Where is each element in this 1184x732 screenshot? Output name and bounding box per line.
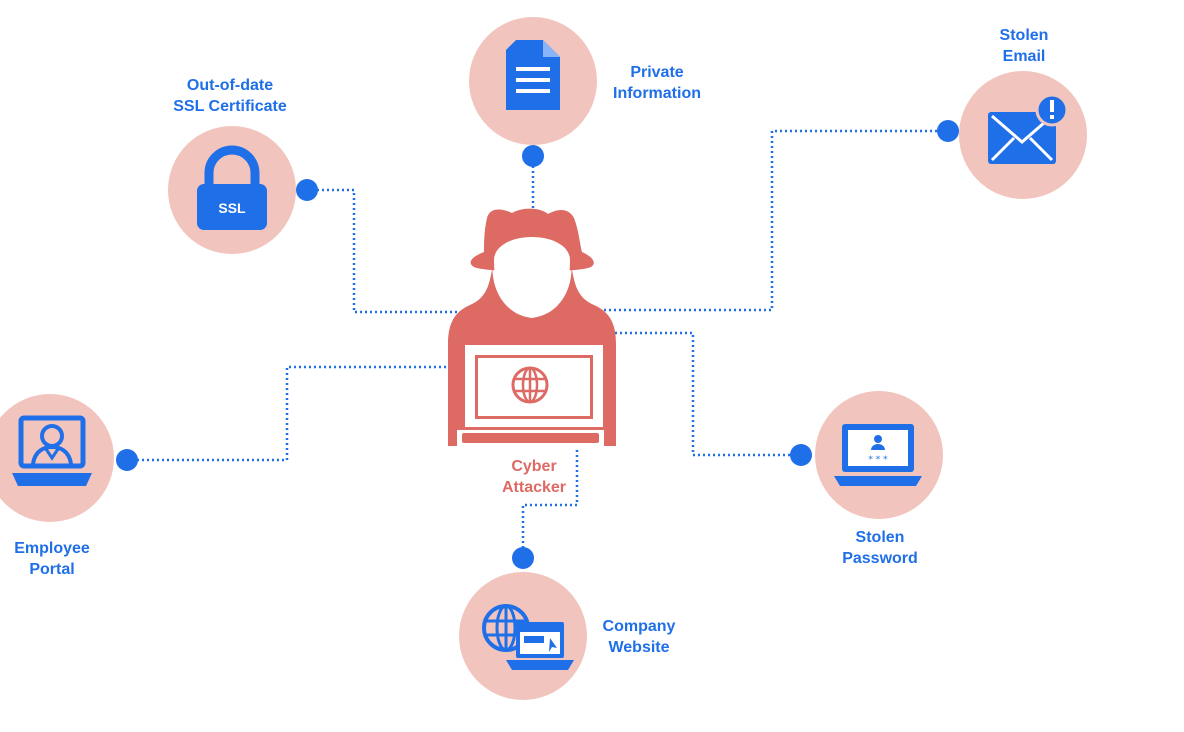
connector-employee-portal: [127, 365, 452, 462]
envelope-alert-icon: [988, 93, 1069, 164]
connector-stolen-email: [598, 129, 947, 312]
document-icon: [506, 40, 560, 110]
center-label-line2: Attacker: [502, 479, 566, 496]
ssl-label-line1: Out-of-date: [187, 77, 273, 94]
stolen-password-label-line2: Password: [842, 550, 918, 567]
dot-ssl: [296, 179, 318, 201]
ssl-badge-text: SSL: [218, 200, 246, 216]
private-info-label-line1: Private: [630, 64, 683, 81]
center-label-line1: Cyber: [511, 458, 556, 475]
dot-private-info: [522, 145, 544, 167]
dot-employee-portal: [116, 449, 138, 471]
stolen-password-label-line1: Stolen: [856, 529, 905, 546]
globe-browser-icon: [482, 604, 574, 670]
employee-portal-label-line2: Portal: [29, 561, 74, 578]
connector-lines: [127, 129, 947, 558]
connector-stolen-password: [615, 331, 800, 457]
connector-company-website: [521, 450, 579, 558]
circle-employee-portal: [0, 394, 114, 522]
stolen-email-label-line2: Email: [1003, 48, 1046, 65]
ssl-label-line2: SSL Certificate: [173, 98, 287, 115]
employee-portal-label-line1: Employee: [14, 540, 90, 557]
stolen-email-label-line1: Stolen: [1000, 27, 1049, 44]
dot-stolen-email: [937, 120, 959, 142]
svg-text:* * *: * * *: [868, 455, 888, 465]
hacker-icon: [448, 208, 616, 446]
connector-dots: [116, 120, 959, 569]
connector-ssl: [307, 188, 470, 314]
dot-stolen-password: [790, 444, 812, 466]
dot-company-website: [512, 547, 534, 569]
laptop-user-icon: [12, 415, 92, 486]
company-website-label-line1: Company: [603, 618, 676, 635]
private-info-label-line2: Information: [613, 85, 701, 102]
lock-icon: SSL: [197, 145, 267, 230]
company-website-label-line2: Website: [608, 639, 669, 656]
laptop-login-icon: * * *: [834, 424, 922, 486]
